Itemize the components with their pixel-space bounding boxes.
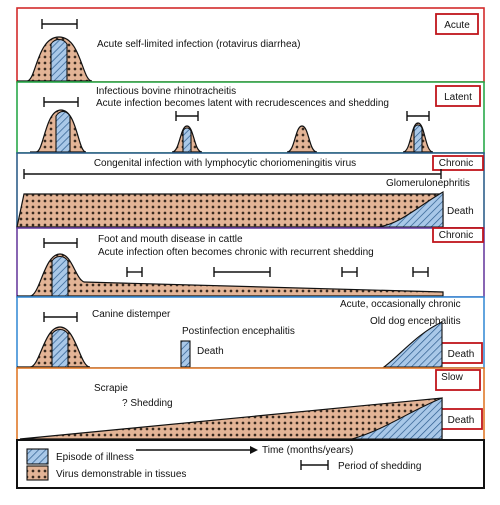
glomerulonephritis-label: Glomerulonephritis bbox=[386, 178, 470, 189]
illness-episode bbox=[376, 191, 444, 228]
panel-latent: Latent Infectious bovine rhinotracheitis… bbox=[16, 81, 485, 154]
panel-chronic-category: Chronic bbox=[439, 158, 473, 169]
panel-acute-category: Acute bbox=[444, 20, 470, 31]
panel-slow: Slow Scrapie ? Shedding Death bbox=[16, 367, 485, 441]
panel-chronic-fmd-tag bbox=[432, 227, 484, 243]
shedding-bar bbox=[43, 238, 78, 248]
panel-latent-tag bbox=[435, 85, 481, 107]
legend-episode-label: Episode of illness bbox=[56, 452, 134, 463]
panel-slow-shedding: ? Shedding bbox=[122, 398, 173, 409]
shedding-bar bbox=[41, 19, 78, 29]
panel-chronic-congenital: Chronic Congenital infection with lympho… bbox=[16, 152, 485, 229]
panel-acute-tag bbox=[435, 13, 479, 35]
panel-acute: Acute Acute self-limited infection (rota… bbox=[16, 7, 485, 83]
death-label: Death bbox=[447, 206, 474, 217]
panel-acute-border bbox=[16, 7, 485, 83]
old-dog-encephalitis-episode bbox=[382, 321, 443, 368]
panel-latent-subtitle: Acute infection becomes latent with recr… bbox=[96, 98, 389, 109]
legend-shedding-label: Period of shedding bbox=[338, 461, 421, 472]
virus-persistence-band bbox=[16, 193, 444, 228]
panel-distemper: Canine distemper Postinfection encephali… bbox=[16, 296, 485, 369]
shedding-bar bbox=[175, 111, 199, 121]
shedding-bar bbox=[43, 97, 79, 107]
panel-chronic-tag bbox=[432, 155, 484, 171]
panel-chronic-fmd: Chronic Foot and mouth disea bbox=[16, 227, 485, 298]
panel-fmd-subtitle: Acute infection often becomes chronic wi… bbox=[98, 247, 374, 258]
postinfection-encephalitis-label: Postinfection encephalitis bbox=[182, 326, 295, 337]
death-label: Death bbox=[448, 349, 475, 360]
panel-slow-category: Slow bbox=[441, 372, 463, 383]
legend: Episode of illness Virus demonstrable in… bbox=[16, 439, 485, 489]
panel-acute-title: Acute self-limited infection (rotavirus … bbox=[97, 39, 300, 50]
illness-episode bbox=[51, 328, 69, 368]
old-dog-encephalitis-label: Old dog encephalitis bbox=[370, 316, 461, 327]
illness-episode bbox=[51, 255, 69, 297]
acute-occasionally-chronic-label: Acute, occasionally chronic bbox=[340, 299, 461, 310]
shedding-bar bbox=[412, 267, 429, 277]
panel-slow-tag bbox=[435, 369, 481, 391]
panel-fmd-title: Foot and mouth disease in cattle bbox=[98, 234, 243, 245]
shedding-bar bbox=[126, 267, 143, 277]
time-arrow bbox=[136, 446, 258, 454]
panel-chronic-title: Congenital infection with lymphocytic ch… bbox=[94, 158, 356, 169]
legend-episode-swatch bbox=[26, 448, 49, 465]
recrudescence-curve bbox=[286, 125, 318, 153]
panel-latent-category: Latent bbox=[444, 92, 472, 103]
panel-slow-title: Scrapie bbox=[94, 383, 128, 394]
encephalitis-episode bbox=[180, 340, 191, 368]
shedding-bar bbox=[213, 267, 271, 277]
virus-curve bbox=[17, 253, 444, 297]
legend-virus-swatch bbox=[26, 465, 49, 481]
death-label: Death bbox=[448, 415, 475, 426]
panel-distemper-title: Canine distemper bbox=[92, 309, 171, 320]
illness-episode bbox=[413, 124, 423, 153]
legend-shedding-icon bbox=[300, 460, 329, 470]
shedding-bar bbox=[23, 169, 442, 179]
legend-time-label: Time (months/years) bbox=[262, 445, 353, 456]
legend-virus-label: Virus demonstrable in tissues bbox=[56, 469, 186, 480]
illness-episode bbox=[182, 127, 192, 153]
shedding-bar bbox=[341, 267, 358, 277]
panel-chronic-fmd-category: Chronic bbox=[439, 230, 473, 241]
panel-latent-border bbox=[16, 81, 485, 154]
death-label: Death bbox=[197, 346, 224, 357]
illness-episode bbox=[55, 110, 71, 153]
shedding-bar bbox=[43, 312, 78, 322]
shedding-bar bbox=[406, 111, 430, 121]
illness-episode bbox=[351, 397, 443, 440]
panel-latent-title: Infectious bovine rhinotracheitis bbox=[96, 86, 236, 97]
illness-episode bbox=[50, 38, 68, 82]
